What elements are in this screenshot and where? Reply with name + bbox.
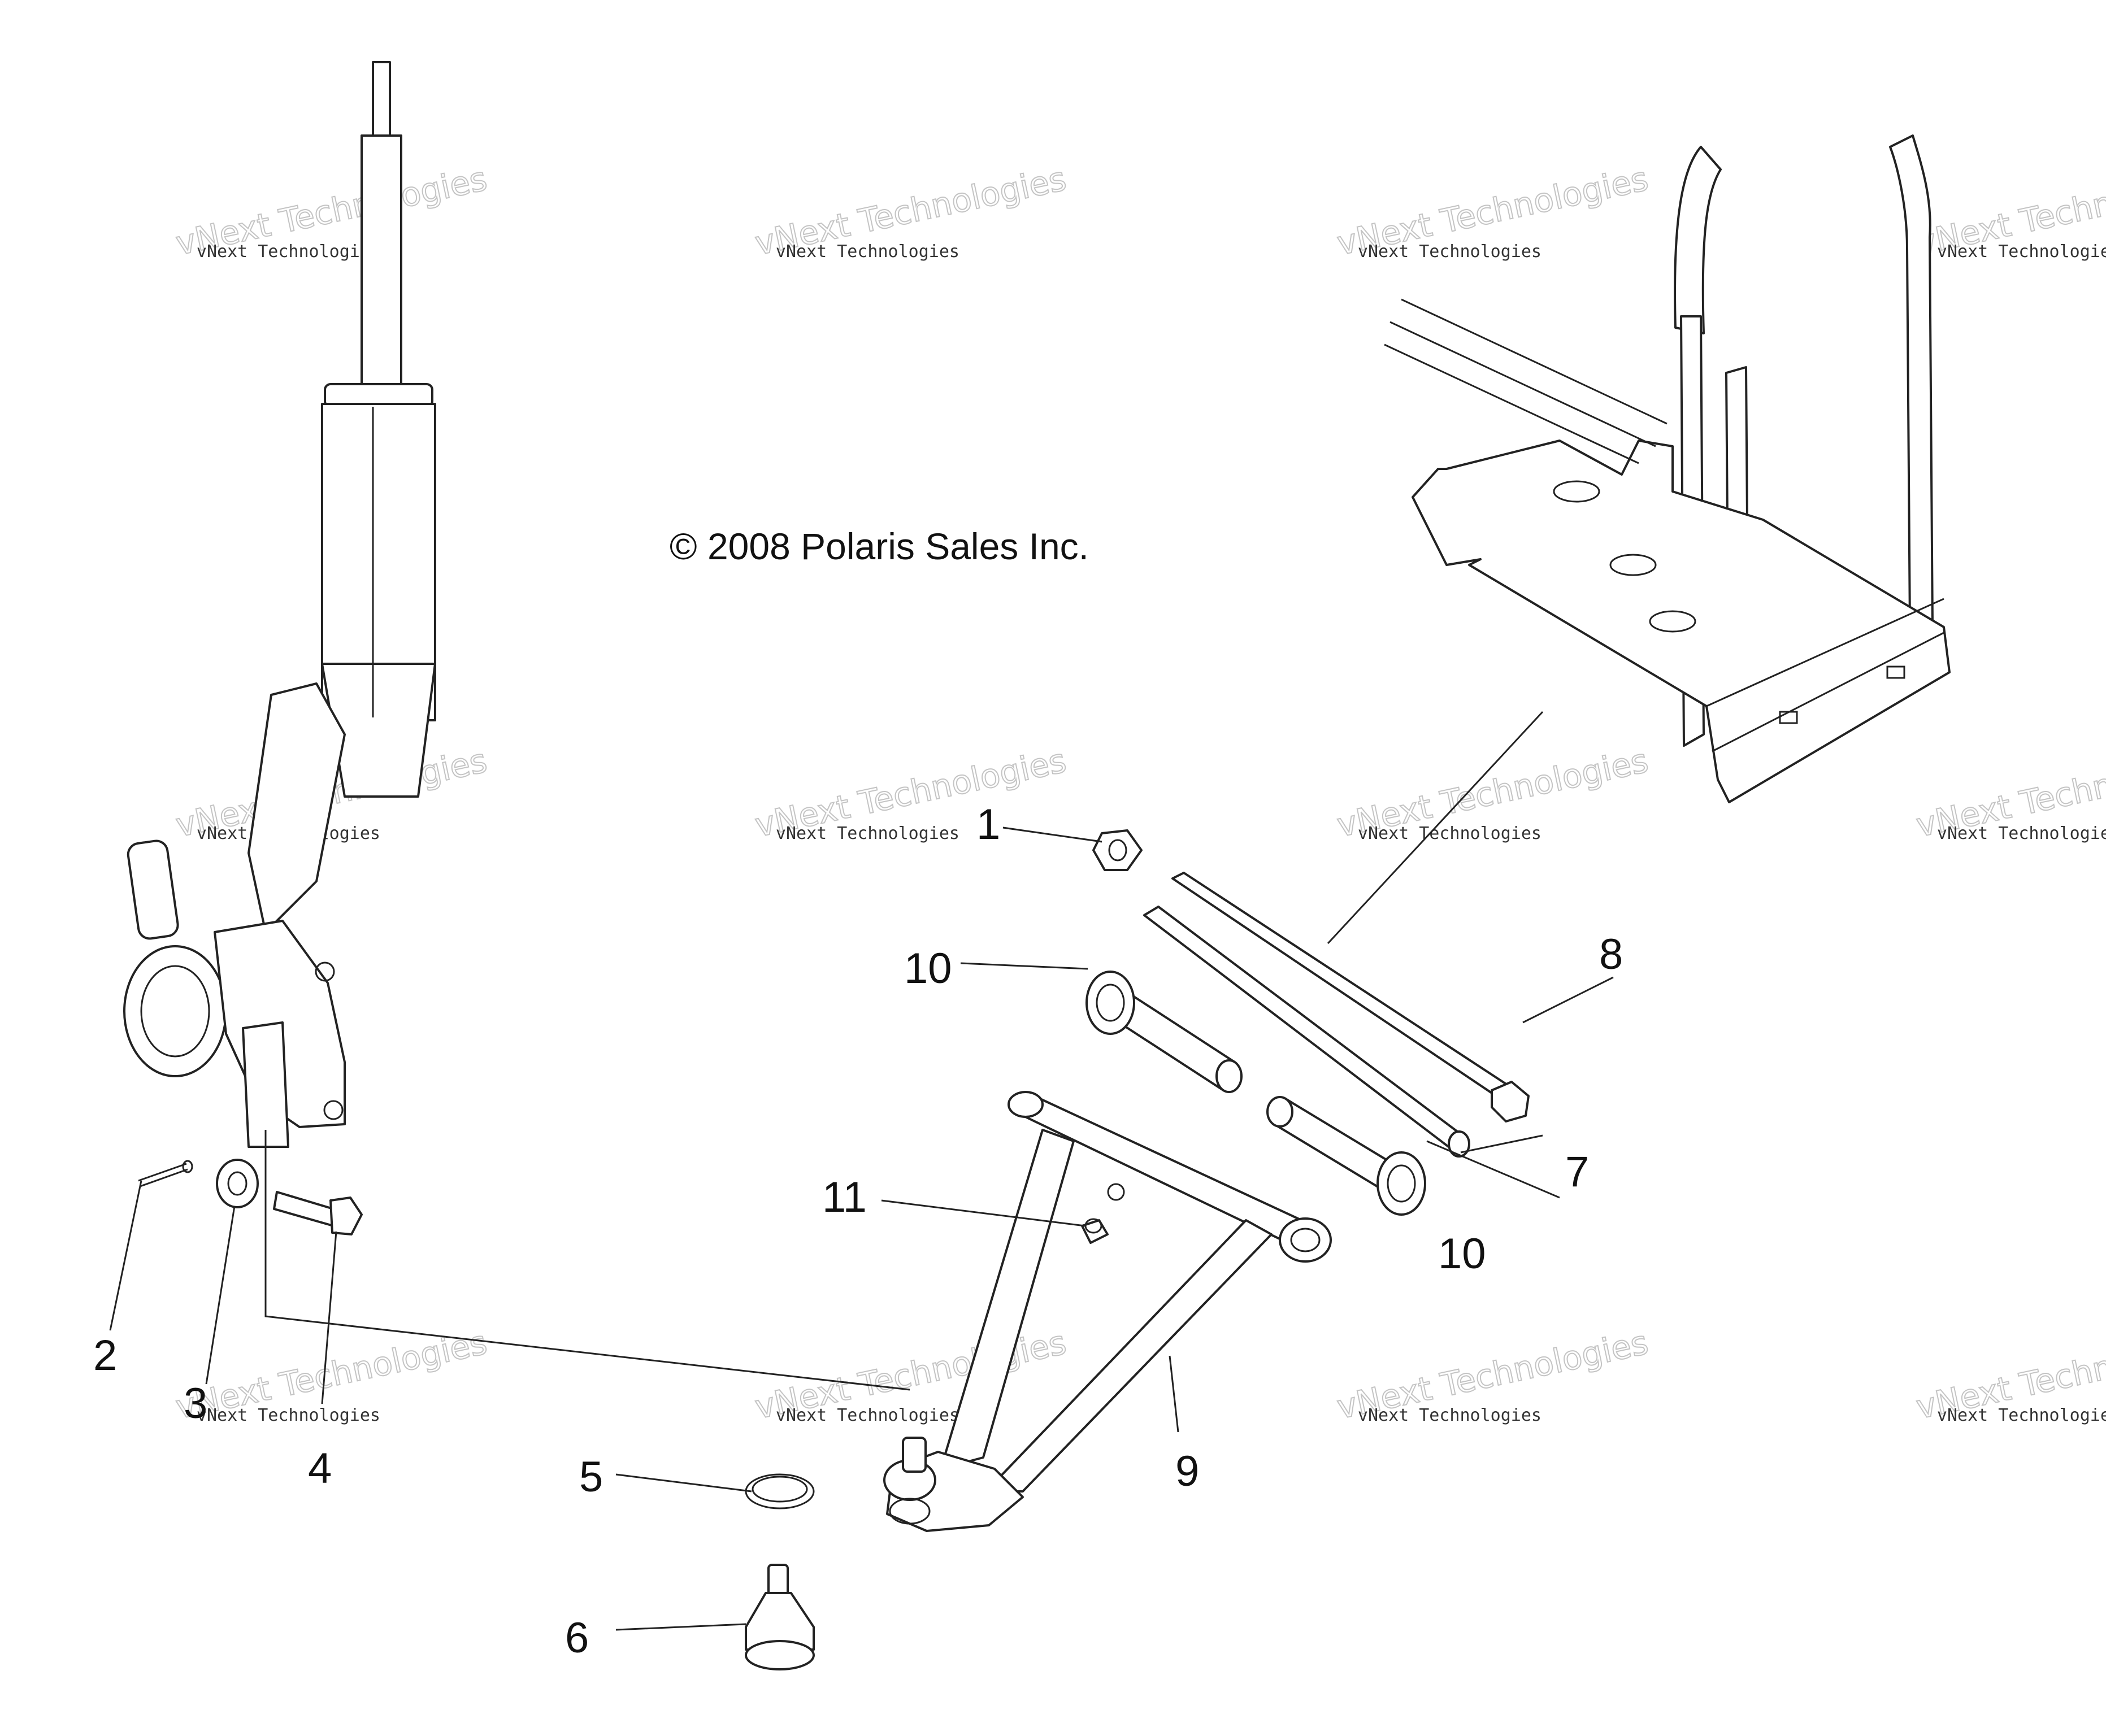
watermark-text: vNext Technologies bbox=[1937, 242, 2106, 262]
callout-labels: 1 2 3 4 5 6 7 8 9 10 10 11 bbox=[93, 800, 1623, 1662]
callout-9: 9 bbox=[1175, 1447, 1199, 1495]
watermark-text: vNext Technologies bbox=[776, 1406, 959, 1425]
callout-3: 3 bbox=[184, 1380, 207, 1428]
frame-section bbox=[1384, 134, 1951, 803]
grease-fitting-part-11 bbox=[1081, 1218, 1109, 1244]
copyright-text: © 2008 Polaris Sales Inc. bbox=[670, 525, 1089, 567]
ball-joint-part-6 bbox=[745, 1564, 815, 1670]
watermark-text: vNext Technologies bbox=[1937, 1406, 2106, 1425]
watermark-text: vNext Technologies bbox=[1937, 824, 2106, 843]
callout-1: 1 bbox=[976, 800, 1000, 849]
watermark-text: vNext Technologies bbox=[1358, 1406, 1541, 1425]
bushing-part-10-upper bbox=[1085, 971, 1243, 1093]
retaining-ring-part-5 bbox=[745, 1473, 815, 1509]
bolt-part-8 bbox=[1171, 872, 1530, 1122]
bolt-part-4 bbox=[273, 1191, 363, 1235]
nut-part-3 bbox=[216, 1159, 259, 1208]
watermark-text: vNext Technologies bbox=[776, 242, 959, 262]
bushing-part-10-lower bbox=[1266, 1096, 1426, 1216]
a-arm-part-9 bbox=[883, 1091, 1332, 1532]
sleeve-part-7 bbox=[1143, 906, 1470, 1158]
callout-11: 11 bbox=[822, 1173, 867, 1221]
watermark-text: vNext Technologies bbox=[197, 1406, 380, 1425]
watermark-text: vNext Technologies bbox=[1358, 824, 1541, 843]
watermark-text: vNext Technologies bbox=[197, 242, 380, 262]
assembly-lines bbox=[264, 711, 1544, 1391]
callout-5: 5 bbox=[579, 1453, 603, 1501]
callout-4: 4 bbox=[308, 1445, 332, 1493]
callout-2: 2 bbox=[93, 1332, 117, 1380]
watermark-text: vNext Technologies bbox=[776, 824, 959, 843]
callout-7: 7 bbox=[1565, 1148, 1589, 1196]
watermark-text: vNext Technologies bbox=[1358, 242, 1541, 262]
cotter-pin-part-2 bbox=[138, 1160, 193, 1187]
strut-assembly bbox=[321, 61, 436, 798]
nut-part-1 bbox=[1092, 829, 1143, 871]
callout-10-lower: 10 bbox=[1438, 1230, 1486, 1278]
callout-8: 8 bbox=[1599, 930, 1623, 978]
spindle-knuckle bbox=[123, 682, 346, 1148]
callout-10-upper: 10 bbox=[904, 945, 952, 993]
callout-leaders bbox=[109, 826, 1614, 1631]
callout-6: 6 bbox=[565, 1614, 589, 1662]
